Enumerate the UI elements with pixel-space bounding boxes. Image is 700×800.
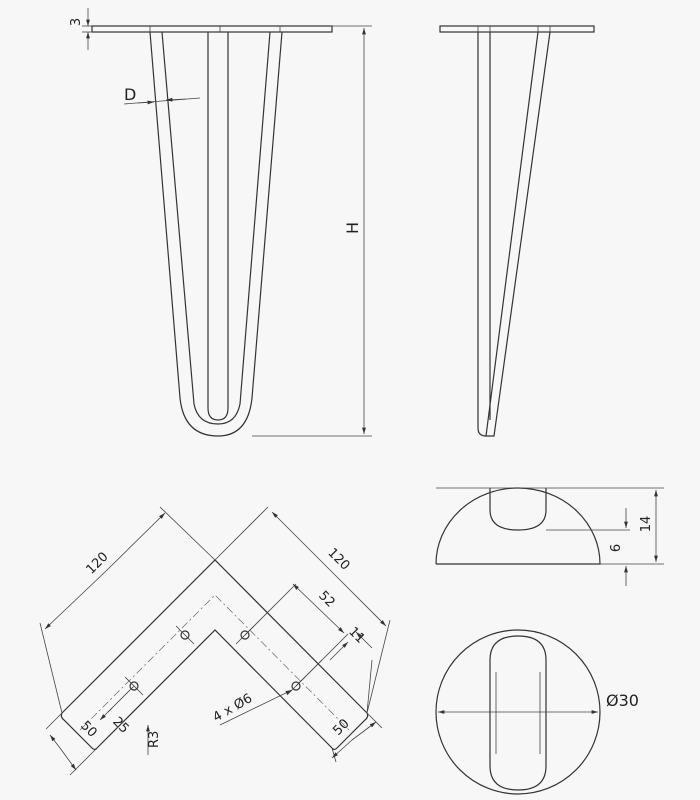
dim-hole-edge-label: 25	[109, 714, 131, 736]
dim-plate-thickness: 3	[69, 8, 92, 50]
front-view	[91, 25, 333, 437]
mounting-holes	[124, 625, 306, 696]
front-rod-center	[207, 32, 229, 421]
dim-corner-radius: R3	[146, 725, 162, 755]
dim-rod-diameter-label: D	[124, 85, 136, 104]
dim-foot-height-label: 14	[639, 516, 654, 533]
foot-side-view	[435, 487, 664, 565]
dim-holes-label: 4 x Ø6	[211, 691, 256, 725]
plate-outline-inner	[96, 629, 333, 749]
dim-hole-edge: 25	[99, 685, 135, 737]
dim-arm-length-right-label: 120	[324, 545, 352, 573]
hole-1	[129, 681, 139, 691]
dim-foot-inner-label: 6	[609, 544, 624, 552]
dim-holes: 4 x Ø6	[211, 659, 323, 725]
dim-foot-height: 14	[639, 490, 658, 562]
front-top-plate	[91, 25, 333, 33]
dim-edge-offset: 11	[329, 624, 373, 714]
hole-2	[180, 630, 190, 640]
dim-height: H	[252, 25, 372, 437]
hole-4	[291, 681, 301, 691]
dim-plate-thickness-label: 3	[69, 18, 84, 26]
side-rod-vertical	[477, 32, 487, 437]
plate-outline-outer	[61, 559, 368, 714]
dim-width-left: 50	[45, 712, 100, 776]
front-rod-left	[149, 31, 219, 437]
dim-arm-length-right: 120	[214, 506, 391, 714]
foot-plan-view	[435, 629, 601, 795]
dim-height-label: H	[343, 222, 362, 234]
dim-rod-diameter: D	[123, 85, 201, 105]
side-top-plate	[439, 25, 595, 33]
dim-edge-offset-label: 11	[345, 624, 367, 646]
dim-corner-radius-label: R3	[147, 731, 162, 748]
foot-plan-slot	[489, 635, 547, 791]
side-rod-slanted	[485, 31, 539, 437]
dim-foot-diameter-label: Ø30	[606, 691, 639, 710]
dim-foot-inner: 6	[609, 508, 628, 586]
dim-arm-length-left-label: 120	[83, 549, 111, 577]
dim-hole-spacing-label: 52	[315, 588, 337, 610]
side-view	[439, 25, 595, 437]
foot-side-cutout	[489, 488, 547, 531]
hole-3	[240, 630, 250, 640]
dim-width-right: 50	[330, 712, 383, 763]
dim-foot-diameter: Ø30	[438, 691, 639, 714]
foot-side-outline	[435, 487, 601, 565]
front-rod-right	[217, 31, 283, 437]
foot-plan-outline	[435, 629, 601, 795]
dim-hole-spacing: 52	[244, 583, 349, 687]
